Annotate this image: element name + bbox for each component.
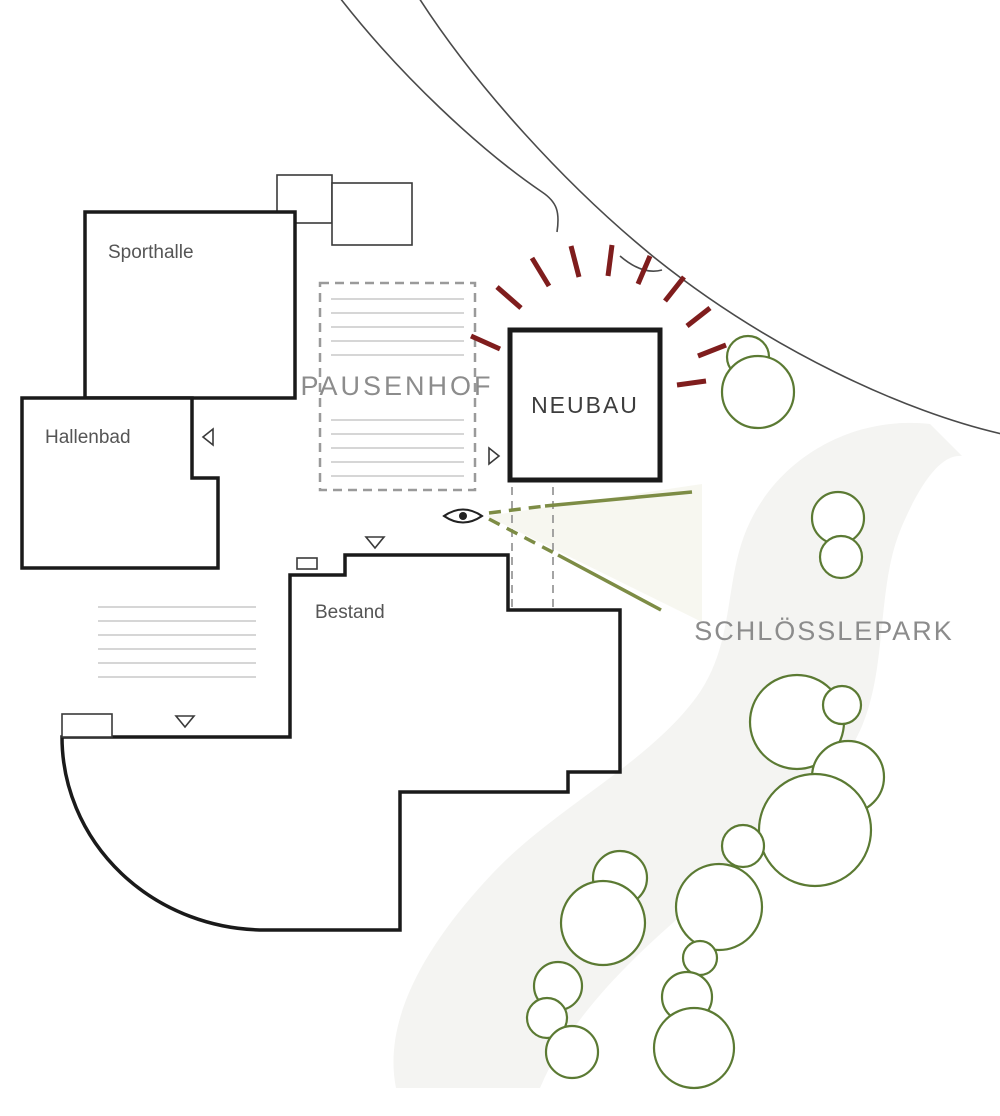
paving-lines-left (98, 606, 256, 678)
hallenbad-building (20, 396, 220, 570)
road-edge-right (419, 0, 1000, 435)
entrance-triangle-icon (174, 715, 196, 729)
tree-icon (757, 772, 873, 888)
entrance-triangle-icon (488, 446, 501, 466)
bestand-label: Bestand (315, 602, 385, 623)
pausenhof-area (318, 281, 477, 492)
sight-line-lower-dashed (488, 517, 559, 557)
tree-icon (544, 1024, 600, 1080)
sight-lines (488, 490, 693, 612)
pausenhof-boundary (318, 281, 477, 492)
pausenhof-paving-lines (331, 298, 464, 477)
road-driveway-stub (619, 255, 663, 272)
sporthalle-building (83, 210, 297, 400)
tree-icon (720, 354, 796, 430)
background-watermark-shape (393, 422, 962, 1089)
schloesslepark-label: SCHLÖSSLEPARK (694, 616, 954, 646)
viewpoint-eye-icon (442, 508, 484, 524)
entrance-box-bestand-top (296, 557, 318, 570)
entrance-triangle-icon (201, 427, 214, 447)
pausenhof-label: PAUSENHOF (300, 371, 493, 401)
annex-building-large (331, 182, 413, 246)
entrance-triangle-icon (364, 536, 386, 550)
sight-line-upper-dashed (488, 504, 546, 515)
entrance-box-bestand-left (61, 713, 113, 738)
tree-icon (674, 862, 764, 952)
road-edge-left (340, 0, 559, 233)
entrance-markers (174, 427, 501, 729)
tree-icon (559, 879, 647, 967)
sporthalle-label: Sporthalle (108, 242, 194, 263)
neubau-label: NEUBAU (531, 392, 639, 418)
bestand-building (60, 553, 622, 932)
sight-line-upper-solid (544, 490, 693, 508)
neubau-building (507, 327, 663, 483)
tree-icon (818, 534, 864, 580)
road (340, 0, 1000, 435)
tree-icon (681, 939, 719, 977)
neubau-sun-rays (469, 244, 727, 388)
view-cone (487, 484, 702, 622)
tree-icon (652, 1006, 736, 1090)
trees (525, 334, 886, 1090)
tree-icon (821, 684, 863, 726)
sight-line-lower-solid (557, 553, 662, 612)
tree-icon (720, 823, 766, 869)
tree-icon (525, 996, 569, 1040)
corridor-dashed-connection (511, 487, 554, 608)
hallenbad-label: Hallenbad (45, 427, 131, 448)
